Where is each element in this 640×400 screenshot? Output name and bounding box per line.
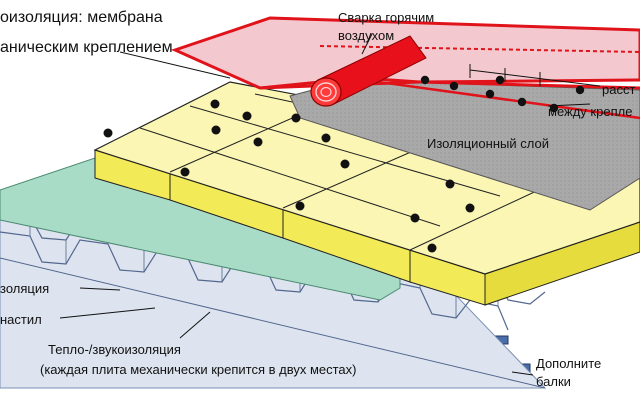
insulation-top-surface — [93, 81, 640, 275]
membrane-label-line2: аническим креплением — [0, 39, 173, 56]
spacing-dimension — [469, 64, 601, 87]
vapor-barrier-label: золяция — [0, 281, 49, 296]
insulation-side-faces — [94, 149, 640, 306]
distance-label-line2: между крепле — [548, 104, 632, 119]
leader-lines — [59, 33, 591, 376]
membrane-roll — [310, 35, 427, 107]
membrane-label-line1: оизоляция: мембрана — [0, 9, 163, 26]
extra-beams-label-line2: балки — [536, 374, 571, 389]
deck-label: настил — [0, 312, 42, 327]
extra-beams-label-line1: Дополните — [536, 356, 601, 371]
welding-label-line1: Сварка горячим — [338, 10, 434, 25]
thermal-label-line2: (каждая плита механически крепится в дву… — [40, 362, 356, 377]
fastener-points — [103, 75, 585, 253]
distance-label-line1: расст — [602, 82, 635, 97]
text-labels: оизоляция: мембрана аническим креплением… — [0, 9, 635, 389]
welding-label-line2: воздухом — [338, 28, 394, 43]
isolation-layer-label: Изоляционный слой — [427, 136, 549, 151]
thermal-label-line1: Тепло-/звукоизоляция — [48, 342, 181, 357]
